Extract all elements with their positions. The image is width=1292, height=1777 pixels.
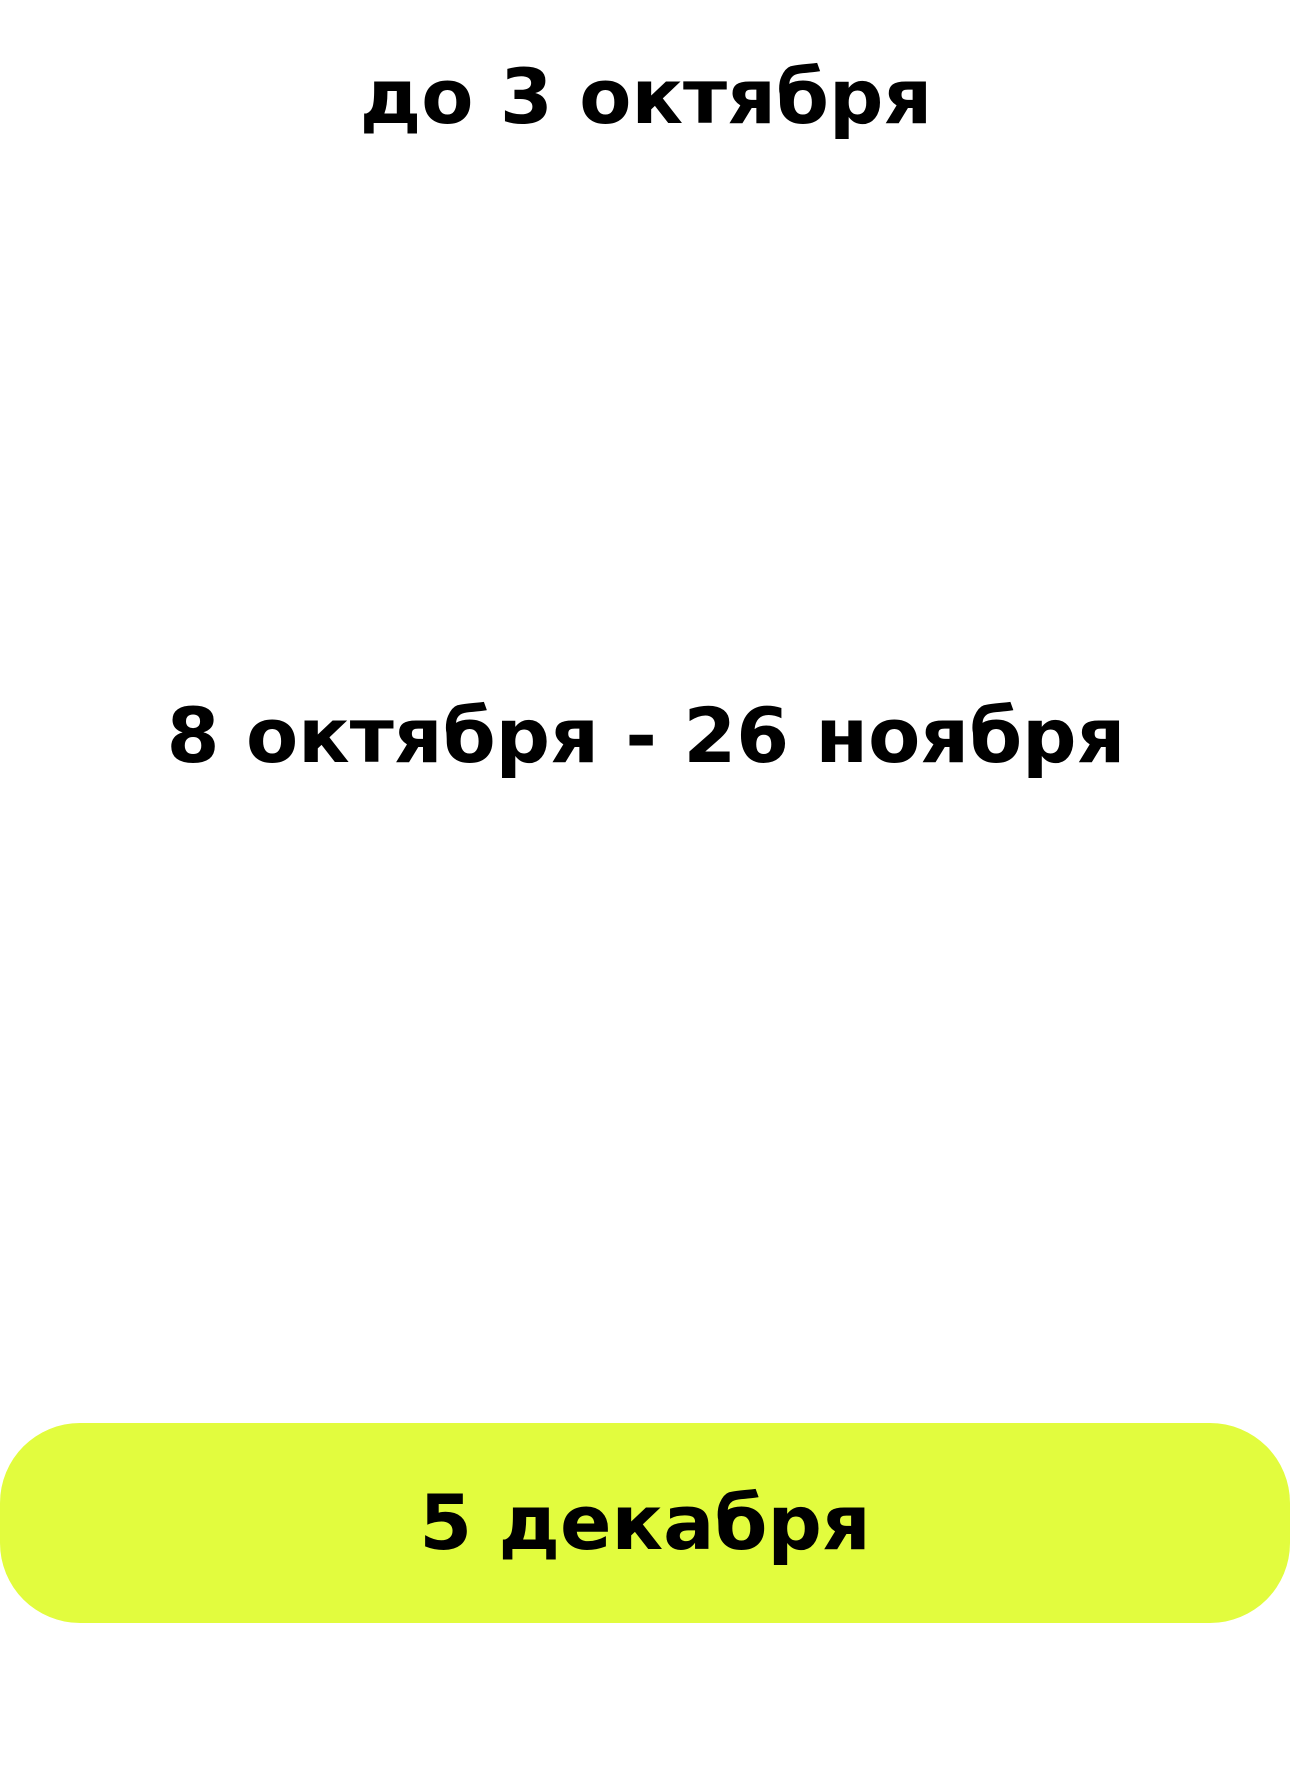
date-range-label: 8 октября - 26 ноября (166, 691, 1126, 780)
highlighted-date-pill: 5 декабря (0, 1423, 1290, 1623)
deadline-date-label: до 3 октября (359, 52, 933, 141)
highlighted-date-label: 5 декабря (419, 1478, 871, 1567)
